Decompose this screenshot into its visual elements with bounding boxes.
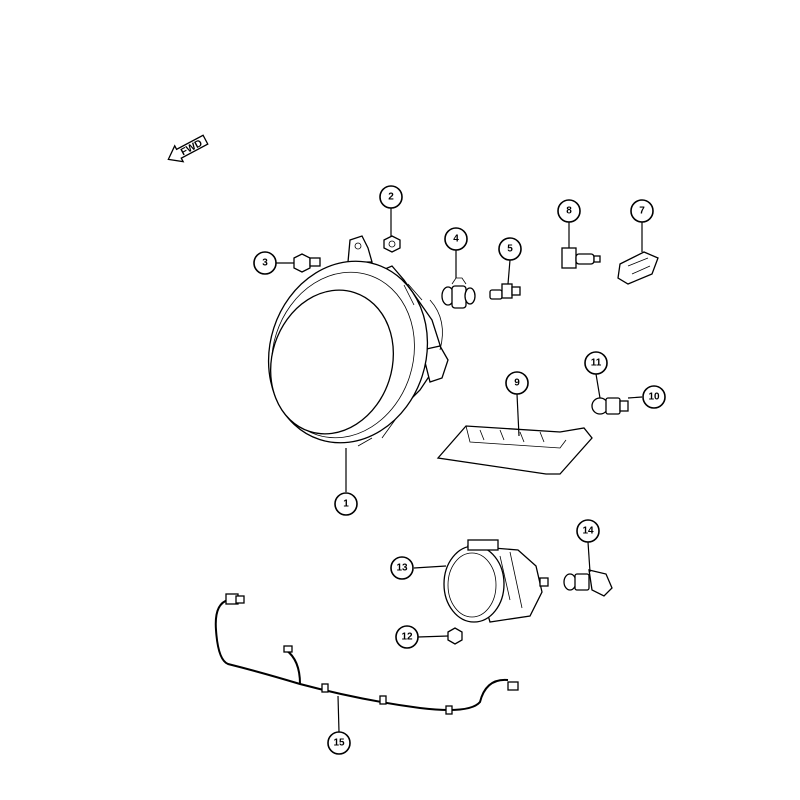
fog-lamp <box>443 539 549 623</box>
callout-13: 13 <box>390 556 414 580</box>
svg-text:2: 2 <box>388 192 394 203</box>
turn-signal-lamp <box>436 425 593 475</box>
leader-13 <box>413 565 447 569</box>
callout-3: 3 <box>253 251 277 275</box>
svg-text:4: 4 <box>453 234 459 245</box>
turn-bulb-assembly <box>591 397 629 415</box>
svg-text:15: 15 <box>333 738 345 749</box>
fog-lamp-bulb <box>563 569 613 597</box>
svg-text:10: 10 <box>648 392 660 403</box>
callout-14: 14 <box>576 519 600 543</box>
callout-5: 5 <box>498 237 522 261</box>
adjuster-part <box>293 253 321 273</box>
side-bulb <box>489 283 521 300</box>
callout-12: 12 <box>395 625 419 649</box>
svg-text:3: 3 <box>262 258 268 269</box>
headlamp-bulb <box>441 277 476 309</box>
callout-4: 4 <box>444 227 468 251</box>
svg-text:11: 11 <box>591 358 602 369</box>
leader-10 <box>627 396 643 399</box>
callout-1: 1 <box>334 492 358 516</box>
forward-arrow-icon: FWD <box>167 134 209 163</box>
fwd-label: FWD <box>179 138 204 158</box>
nut-part <box>383 235 401 253</box>
leader-15 <box>337 695 340 733</box>
bulb-socket <box>561 247 601 269</box>
callout-10: 10 <box>642 385 666 409</box>
fog-lamp-bolt <box>447 627 463 645</box>
leader-9 <box>516 393 520 437</box>
leader-5 <box>507 259 511 285</box>
svg-text:9: 9 <box>514 378 520 389</box>
callout-2: 2 <box>379 185 403 209</box>
svg-text:1: 1 <box>343 499 349 510</box>
svg-text:8: 8 <box>566 206 572 217</box>
side-marker-lamp <box>617 251 659 285</box>
svg-text:14: 14 <box>582 526 594 537</box>
leader-14 <box>587 541 591 573</box>
headlamp-assembly <box>267 235 449 447</box>
leader-12 <box>417 635 449 638</box>
wiring-harness <box>214 593 519 715</box>
callout-15: 15 <box>327 731 351 755</box>
callout-11: 11 <box>584 351 608 375</box>
svg-text:5: 5 <box>507 244 513 255</box>
callout-7: 7 <box>630 199 654 223</box>
leader-11 <box>595 373 601 399</box>
svg-text:7: 7 <box>639 206 645 217</box>
callout-8: 8 <box>557 199 581 223</box>
svg-text:13: 13 <box>396 563 408 574</box>
callout-9: 9 <box>505 371 529 395</box>
svg-text:12: 12 <box>401 632 413 643</box>
